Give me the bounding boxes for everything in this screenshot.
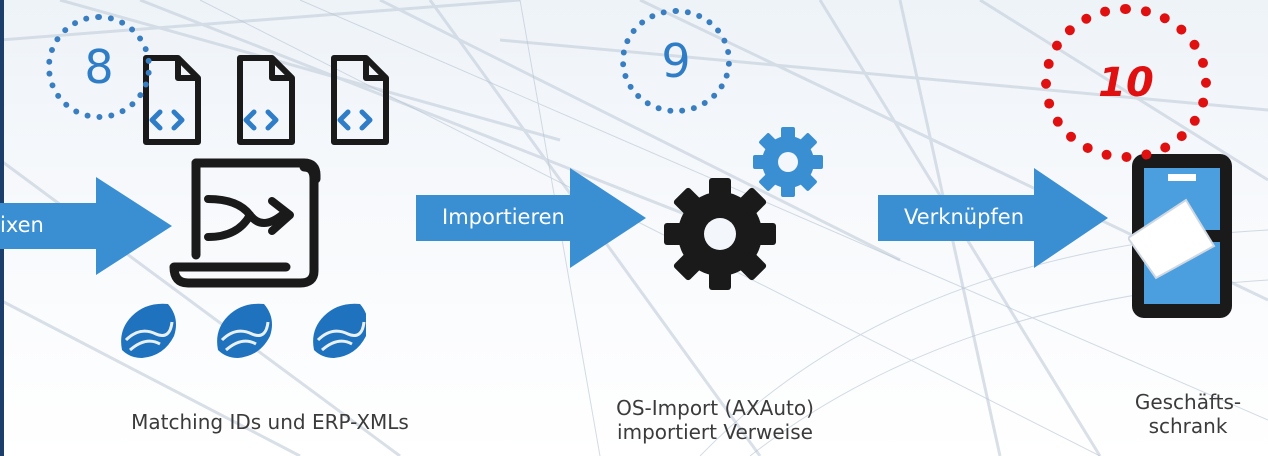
caption-matching: Matching IDs und ERP-XMLs <box>131 410 409 434</box>
caption-schrank-line2: schrank <box>1148 414 1228 438</box>
arrow-mixen <box>0 177 172 275</box>
gear-icon <box>664 127 823 290</box>
arrow-importieren-label: Importieren <box>442 205 565 229</box>
arrow-verknuepfen-label: Verknüpfen <box>904 205 1025 229</box>
caption-os-import: OS-Import (AXAuto) importiert Verweise <box>580 396 850 444</box>
arrow-mixen-label: ixen <box>0 213 44 237</box>
wave-token-icons <box>121 303 366 358</box>
cabinet-icon <box>1128 154 1232 318</box>
step-10-number: 10 <box>1098 60 1154 106</box>
step-9-number: 9 <box>661 34 691 88</box>
step-9-badge: 9 <box>620 8 732 114</box>
step-10-badge: 10 <box>1041 4 1211 162</box>
caption-os-import-line1: OS-Import (AXAuto) <box>616 396 814 420</box>
arrow-verknuepfen <box>878 168 1108 268</box>
step-8-number: 8 <box>84 40 114 94</box>
caption-os-import-line2: importiert Verweise <box>617 420 813 444</box>
script-merge-icon <box>169 158 321 288</box>
xml-file-icons <box>143 55 389 145</box>
caption-schrank-line1: Geschäfts- <box>1134 390 1242 414</box>
arrow-importieren <box>416 168 646 268</box>
caption-geschaeftsschrank: Geschäfts- schrank <box>1108 390 1268 438</box>
step-8-badge: 8 <box>46 14 152 120</box>
